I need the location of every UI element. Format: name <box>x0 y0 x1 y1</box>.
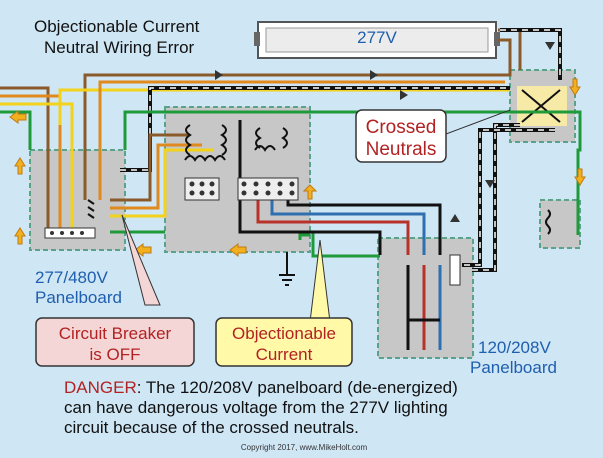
ground-symbol <box>279 252 295 286</box>
panel-208-label-line-1: 120/208V <box>478 338 551 357</box>
ground-wires <box>110 110 582 258</box>
secondary-terminal-block <box>237 177 299 201</box>
transformer-coils <box>184 124 288 162</box>
title-line-1: Objectionable Current <box>34 17 200 36</box>
danger-line-1: DANGER: The 120/208V panelboard (de-ener… <box>64 378 458 397</box>
danger-line-2: can have dangerous voltage from the 277V… <box>64 398 448 417</box>
danger-line-3: circuit because of the crossed neutrals. <box>64 418 359 437</box>
danger-line-1-rest: : The 120/208V panelboard (de-energized) <box>137 378 458 397</box>
objectionable-callout-box <box>215 317 353 367</box>
crossed-neutrals-line-2: Neutrals <box>366 139 437 160</box>
breaker-callout-line-2: is OFF <box>90 345 141 364</box>
breaker-callout-line-1: Circuit Breaker <box>59 324 172 343</box>
breaker-callout-box <box>35 317 195 367</box>
breaker-off-480 <box>87 199 95 219</box>
title-line-2: Neutral Wiring Error <box>44 38 195 57</box>
objectionable-callout-line-2: Current <box>256 345 313 364</box>
objectionable-callout-line-1: Objectionable <box>232 324 336 343</box>
crossed-wire-2 <box>521 89 561 123</box>
breaker-callout-pointer <box>121 214 161 306</box>
fixture-lamp <box>265 27 489 53</box>
current-flow-arrows <box>9 78 586 257</box>
danger-word: DANGER <box>64 378 137 397</box>
panel-480-label-line-1: 277/480V <box>35 268 108 287</box>
neutral-wires <box>120 28 562 272</box>
copyright: Copyright 2017, www.MikeHolt.com <box>241 443 368 452</box>
crossed-neutrals-box <box>355 109 447 163</box>
fixture-endcap-left <box>254 32 260 46</box>
crossed-neutrals-line-1: Crossed <box>366 117 437 138</box>
primary-terminal-block <box>184 177 220 201</box>
receptacle-icon <box>545 209 551 235</box>
fixture-endcap-right <box>494 32 500 46</box>
crossed-callout-pointer <box>429 109 511 141</box>
fixture-voltage-label: 277V <box>357 28 397 47</box>
transformer-primary-wires <box>110 133 214 218</box>
panel-480-label-line-2: Panelboard <box>35 288 122 307</box>
panel-208-label-line-2: Panelboard <box>470 358 557 377</box>
neutral-bar-208 <box>449 254 461 286</box>
flow-direction-arrows <box>215 42 555 222</box>
panel-480-internals <box>44 199 96 239</box>
light-fixture <box>254 21 500 59</box>
